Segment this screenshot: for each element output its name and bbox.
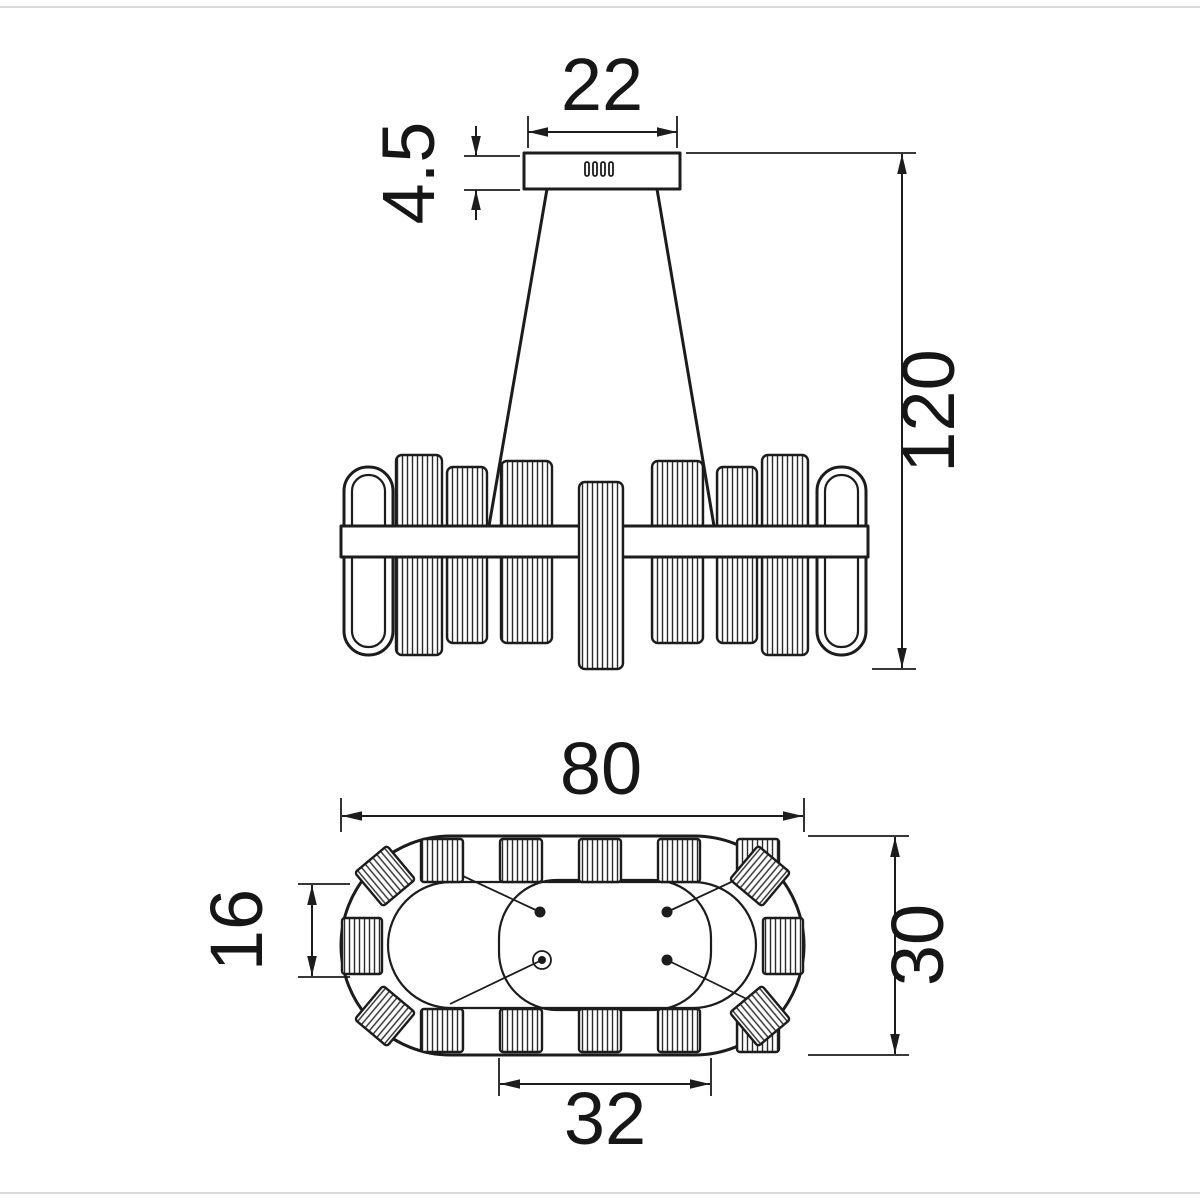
ring-outer-edge <box>339 834 806 1057</box>
ring-inner-edge <box>386 880 758 1010</box>
crystal-plan-left-mid <box>340 916 384 976</box>
mounting-screw-detail <box>532 950 552 970</box>
crystal-plan-top-2 <box>498 837 544 884</box>
suspension-wire-left <box>487 188 549 527</box>
crystal-plan-top-1 <box>419 837 465 884</box>
plan-cable-bottom-left <box>449 959 543 1005</box>
dim-overall-length-label: 80 <box>560 727 642 810</box>
mounting-screw <box>534 906 546 918</box>
suspension-wire-right <box>655 188 716 527</box>
crystal-plan-right-bottom <box>729 985 791 1047</box>
canopy-cable-slots <box>584 161 614 177</box>
plan-cable-top-left <box>449 869 541 913</box>
crystal-plan-bottom-3 <box>577 1007 623 1054</box>
cable-slot <box>592 161 598 177</box>
dim-inner-mount-length-label: 32 <box>564 1077 646 1160</box>
dim-canopy-width-label: 22 <box>561 43 643 126</box>
crystal-plan-bottom-1 <box>419 1007 465 1054</box>
dim-canopy-height: 4.5 <box>367 122 520 225</box>
crystal-plan-right-top <box>729 845 791 907</box>
dim-canopy-width: 22 <box>527 43 678 148</box>
top-plan-view: 80 30 16 32 <box>195 727 959 1160</box>
plan-cable-bottom-right <box>666 959 758 1005</box>
frame-loop-right <box>815 465 868 657</box>
crystal-plan-bottom-4 <box>656 1007 702 1054</box>
cable-slot <box>584 161 590 177</box>
mounting-screw <box>661 906 673 918</box>
screw-center <box>538 956 546 964</box>
ceiling-canopy <box>522 151 682 191</box>
frame-loop-right-inner <box>823 473 860 649</box>
cable-slot <box>600 161 606 177</box>
dim-overall-length: 80 <box>340 727 805 832</box>
screw-outer-ring <box>532 950 552 970</box>
dim-canopy-height-label: 4.5 <box>367 122 450 225</box>
dim-overall-height-label: 120 <box>887 349 970 472</box>
dim-overall-depth-label: 30 <box>876 904 959 986</box>
dim-overall-depth: 30 <box>808 835 959 1056</box>
crystal-plan-left-top <box>354 845 416 907</box>
mounting-screw <box>661 954 673 966</box>
frame-loop-right-outer <box>815 465 868 657</box>
crystal-plan-right-mid <box>761 916 805 976</box>
cable-slot <box>608 161 614 177</box>
dim-crystal-length: 16 <box>195 883 350 978</box>
crystal-plan-top-4 <box>656 837 702 884</box>
crystal-plan-left-bottom <box>354 985 416 1047</box>
crystal-plan-top-3 <box>577 837 623 884</box>
crystal-front-center <box>577 480 625 671</box>
frame-loop-left-outer <box>342 465 395 657</box>
front-elevation-view: 22 4.5 120 <box>339 43 970 671</box>
crystal-plan-bottom-2 <box>498 1007 544 1054</box>
dim-overall-height: 120 <box>686 152 970 670</box>
dim-inner-mount-length: 32 <box>498 1058 712 1160</box>
frame-loop-left-inner <box>350 473 387 649</box>
dim-crystal-length-label: 16 <box>195 889 278 971</box>
frame-loop-left <box>342 465 395 657</box>
